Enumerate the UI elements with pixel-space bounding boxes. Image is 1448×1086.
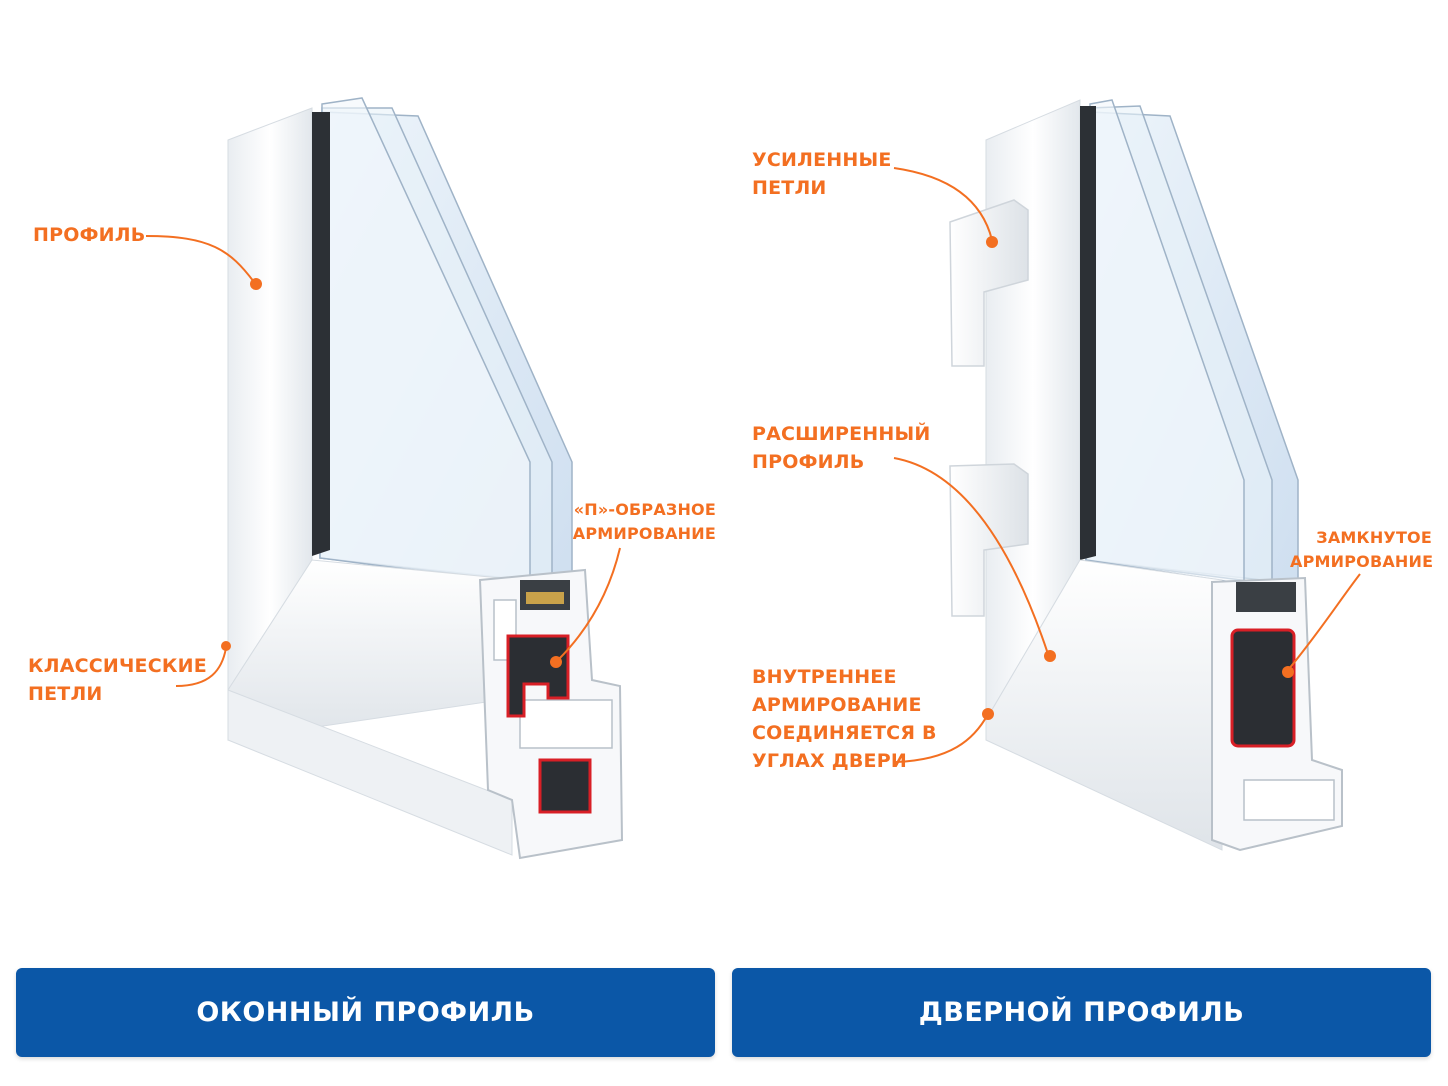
- window-profile-illustration: [227, 97, 624, 860]
- door-closed-reinforcement: [1230, 628, 1296, 748]
- door-hinge-bottom: [949, 463, 1029, 617]
- door-callout-dots: [982, 236, 1294, 720]
- door-chamber: [1243, 779, 1335, 821]
- leader-inner-reinforcement: [895, 713, 989, 763]
- door-glazing-bead: [1236, 582, 1296, 612]
- callout-reinforced-hinges: УСИЛЕННЫЕ ПЕТЛИ: [752, 149, 892, 199]
- dot-closed-reinforcement: [1282, 666, 1294, 678]
- leader-u-reinforcement: [557, 547, 621, 661]
- window-frame-reinforcement: [538, 758, 592, 814]
- window-glass-spacer: [312, 112, 330, 556]
- dot-u-reinforcement: [550, 656, 562, 668]
- leader-wide-profile: [893, 457, 1049, 655]
- leader-closed-reinforcement: [1287, 573, 1361, 671]
- door-profile-illustration: [949, 99, 1343, 852]
- door-hinge-top: [949, 199, 1029, 367]
- leader-profile: [145, 235, 255, 283]
- callout-inner-reinforcement: ВНУТРЕННЕЕ АРМИРОВАНИЕ СОЕДИНЯЕТСЯ В УГЛ…: [752, 666, 937, 772]
- dot-inner-reinforcement: [982, 708, 994, 720]
- window-profile-button[interactable]: ОКОННЫЙ ПРОФИЛЬ: [16, 968, 715, 1057]
- callout-profile: ПРОФИЛЬ: [33, 224, 146, 246]
- dot-reinforced-hinges: [986, 236, 998, 248]
- callout-wide-profile: РАСШИРЕННЫЙ ПРОФИЛЬ: [752, 423, 931, 473]
- door-profile-button[interactable]: ДВЕРНОЙ ПРОФИЛЬ: [732, 968, 1431, 1057]
- window-callout-leaders: [145, 235, 621, 687]
- callout-closed-reinforcement: ЗАМКНУТОЕ АРМИРОВАНИЕ: [1290, 528, 1434, 571]
- leader-reinforced-hinges: [893, 167, 993, 241]
- window-u-reinforcement: [506, 634, 570, 718]
- dot-classic-hinges: [221, 641, 231, 651]
- window-frame-base: [227, 689, 513, 856]
- door-glass-spacer: [1080, 106, 1096, 560]
- window-seal: [526, 592, 564, 604]
- dot-profile: [250, 278, 262, 290]
- dot-wide-profile: [1044, 650, 1056, 662]
- window-callout-dots: [221, 278, 562, 668]
- door-callout-leaders: [893, 167, 1361, 763]
- callout-classic-hinges: КЛАССИЧЕСКИЕ ПЕТЛИ: [28, 655, 207, 705]
- callout-u-reinforcement: «П»-ОБРАЗНОЕ АРМИРОВАНИЕ: [572, 500, 716, 543]
- window-chamber-2: [519, 699, 613, 749]
- leader-classic-hinges: [175, 647, 227, 687]
